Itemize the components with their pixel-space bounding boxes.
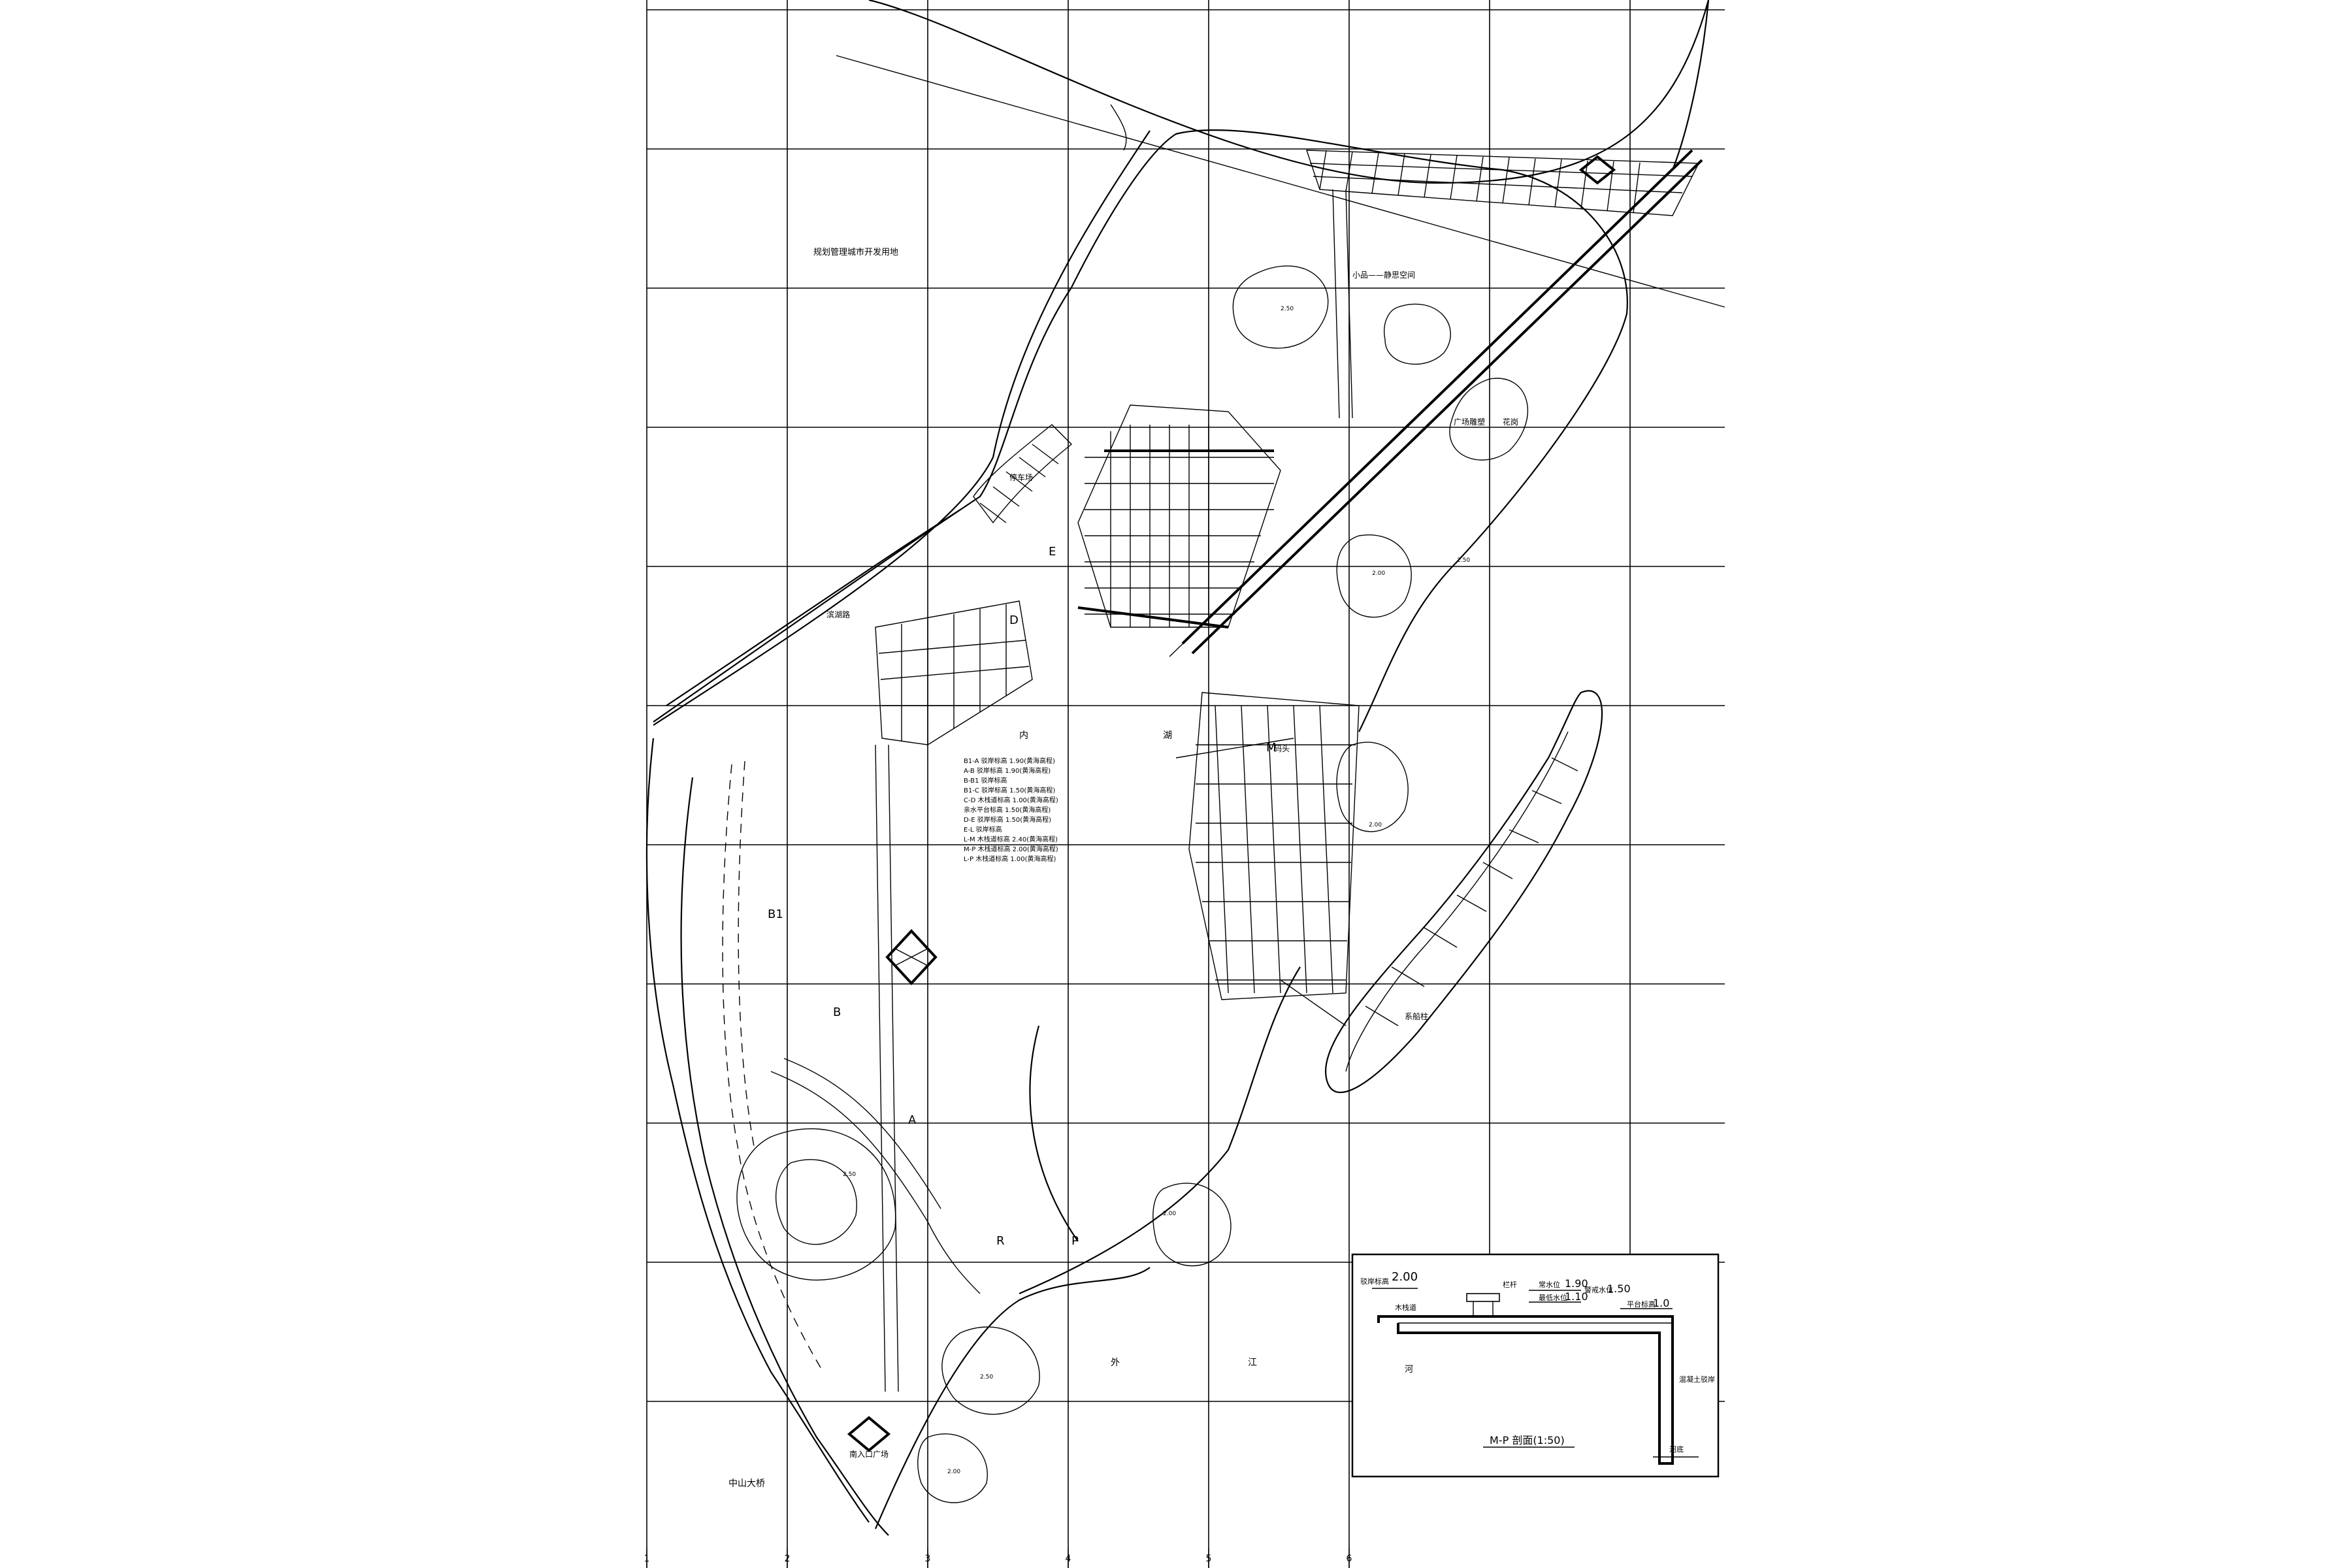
- label-gallery-2: 广场雕塑: [1454, 417, 1485, 427]
- elevation-mark: 2.50: [1457, 557, 1470, 564]
- section-title: M-P 剖面(1:50): [1490, 1434, 1565, 1446]
- point-a: A: [908, 1113, 917, 1127]
- label-shore-road: 滨湖路: [826, 610, 850, 619]
- label-mooring: 系船柱: [1405, 1011, 1428, 1021]
- section-label-warning: 警戒水位: [1584, 1285, 1613, 1294]
- footpaths: [770, 189, 1353, 1392]
- site-labels: 规划管理城市开发用地 停车场 滨湖路 内 湖 外 江 中山大桥 南入口广场 小品…: [728, 247, 1518, 1489]
- legend-line: A-B 驳岸标高 1.90(黄海高程): [964, 766, 1051, 775]
- label-dock: 码头: [1274, 744, 1290, 753]
- legend-line: L-M 木栈道标高 2.40(黄海高程): [964, 835, 1058, 843]
- point-labels: A B B1 D E M P R: [768, 545, 1277, 1248]
- river-edge: [836, 0, 1725, 308]
- elevation-mark: 2.00: [1372, 570, 1385, 577]
- label-inner-lake-1: 内: [1019, 730, 1028, 741]
- contours: [736, 265, 1529, 1503]
- plaza-grid-center: [1077, 404, 1281, 629]
- plaza-grid-south: [1188, 692, 1360, 1000]
- section-concrete-bank: 混凝土驳岸: [1679, 1375, 1715, 1384]
- legend-line: B1-C 驳岸标高 1.50(黄海高程): [964, 786, 1055, 794]
- boardwalk-east-island: [1324, 690, 1603, 1094]
- point-e: E: [1049, 545, 1056, 559]
- elevation-mark: 2.00: [1163, 1211, 1176, 1217]
- elevation-marks: 2.50 2.00 2.50 2.00 2.50 2.00 2.50 2.00: [843, 306, 1470, 1475]
- grid-markers: 1 2 3 4 5 6: [644, 1548, 1352, 1568]
- section-label-normal: 常水位: [1539, 1280, 1560, 1289]
- boardwalk-hatch-north: [1306, 150, 1700, 216]
- label-entrance-plaza: 南入口广场: [849, 1449, 889, 1459]
- legend-line: 亲水平台标高 1.50(黄海高程): [964, 806, 1051, 814]
- point-b1: B1: [768, 907, 783, 921]
- section-label-low: 最低水位: [1539, 1293, 1567, 1302]
- point-m: M: [1266, 741, 1277, 755]
- section-riverbed: 河底: [1669, 1445, 1684, 1454]
- section-frame: [1351, 1253, 1720, 1478]
- island-outline: [645, 129, 1628, 1536]
- section-inset: 驳岸标高 2.00 木栈道 栏杆 常水位 1.90 警戒水位 1.50 最低水位…: [1351, 1253, 1720, 1478]
- legend-line: C-D 木栈道标高 1.00(黄海高程): [964, 796, 1058, 804]
- label-parking: 停车场: [1009, 472, 1033, 482]
- point-d: D: [1009, 613, 1019, 627]
- label-outer-river-1: 外: [1111, 1358, 1120, 1368]
- legend-line: B1-A 驳岸标高 1.90(黄海高程): [964, 757, 1055, 765]
- section-label-platform: 平台标高: [1627, 1299, 1656, 1309]
- point-p: P: [1071, 1234, 1079, 1248]
- grid-col-label-6: 6: [1347, 1554, 1352, 1564]
- label-inner-lake-2: 湖: [1163, 730, 1172, 741]
- legend-line: D-E 驳岸标高 1.50(黄海高程): [964, 815, 1051, 824]
- grid-col-label-2: 2: [785, 1554, 791, 1564]
- section-left-label: 驳岸标高: [1360, 1277, 1389, 1286]
- grid-col-label-5: 5: [1206, 1554, 1212, 1564]
- point-b: B: [833, 1005, 841, 1019]
- section-boardwalk: 木栈道: [1395, 1303, 1416, 1312]
- section-elev-4: 1.0: [1653, 1297, 1669, 1309]
- grid-col-label-3: 3: [925, 1554, 931, 1564]
- plaza-grid-west: [875, 600, 1033, 745]
- point-r: R: [996, 1234, 1005, 1248]
- legend-line: E-L 驳岸标高: [964, 825, 1002, 834]
- shoreline-legend: B1-A 驳岸标高 1.90(黄海高程) A-B 驳岸标高 1.90(黄海高程)…: [964, 757, 1058, 863]
- label-flower: 花岗: [1503, 417, 1518, 427]
- elevation-mark: 2.50: [1281, 306, 1294, 312]
- elevation-mark: 2.00: [947, 1469, 960, 1475]
- section-left-elev: 2.00: [1392, 1270, 1418, 1284]
- section-railing: 栏杆: [1503, 1280, 1517, 1289]
- legend-line: L-P 木栈道标高 1.00(黄海高程): [964, 855, 1056, 863]
- section-river: 河: [1405, 1365, 1413, 1375]
- elevation-mark: 2.50: [980, 1374, 993, 1380]
- legend-line: B-B1 驳岸标高: [964, 776, 1007, 785]
- section-elev-3: 1.10: [1565, 1290, 1588, 1303]
- diagonal-promenade: [1169, 149, 1703, 657]
- section-elev-1: 1.90: [1565, 1277, 1588, 1290]
- parking-lot: [973, 424, 1073, 524]
- legend-line: M-P 木栈道标高 2.00(黄海高程): [964, 845, 1058, 853]
- label-zhongshan-bridge: 中山大桥: [728, 1478, 765, 1489]
- grid-col-label-1: 1: [644, 1554, 650, 1564]
- grid-col-label-4: 4: [1066, 1554, 1071, 1564]
- label-planned-land: 规划管理城市开发用地: [813, 247, 898, 257]
- label-outer-river-2: 江: [1248, 1358, 1257, 1368]
- elevation-mark: 2.00: [1369, 822, 1382, 828]
- section-elev-2: 1.50: [1607, 1282, 1631, 1295]
- label-gallery-1: 小品——静思空间: [1352, 270, 1415, 280]
- elevation-mark: 2.50: [843, 1171, 856, 1178]
- pavilion-diamonds: [847, 155, 1616, 1452]
